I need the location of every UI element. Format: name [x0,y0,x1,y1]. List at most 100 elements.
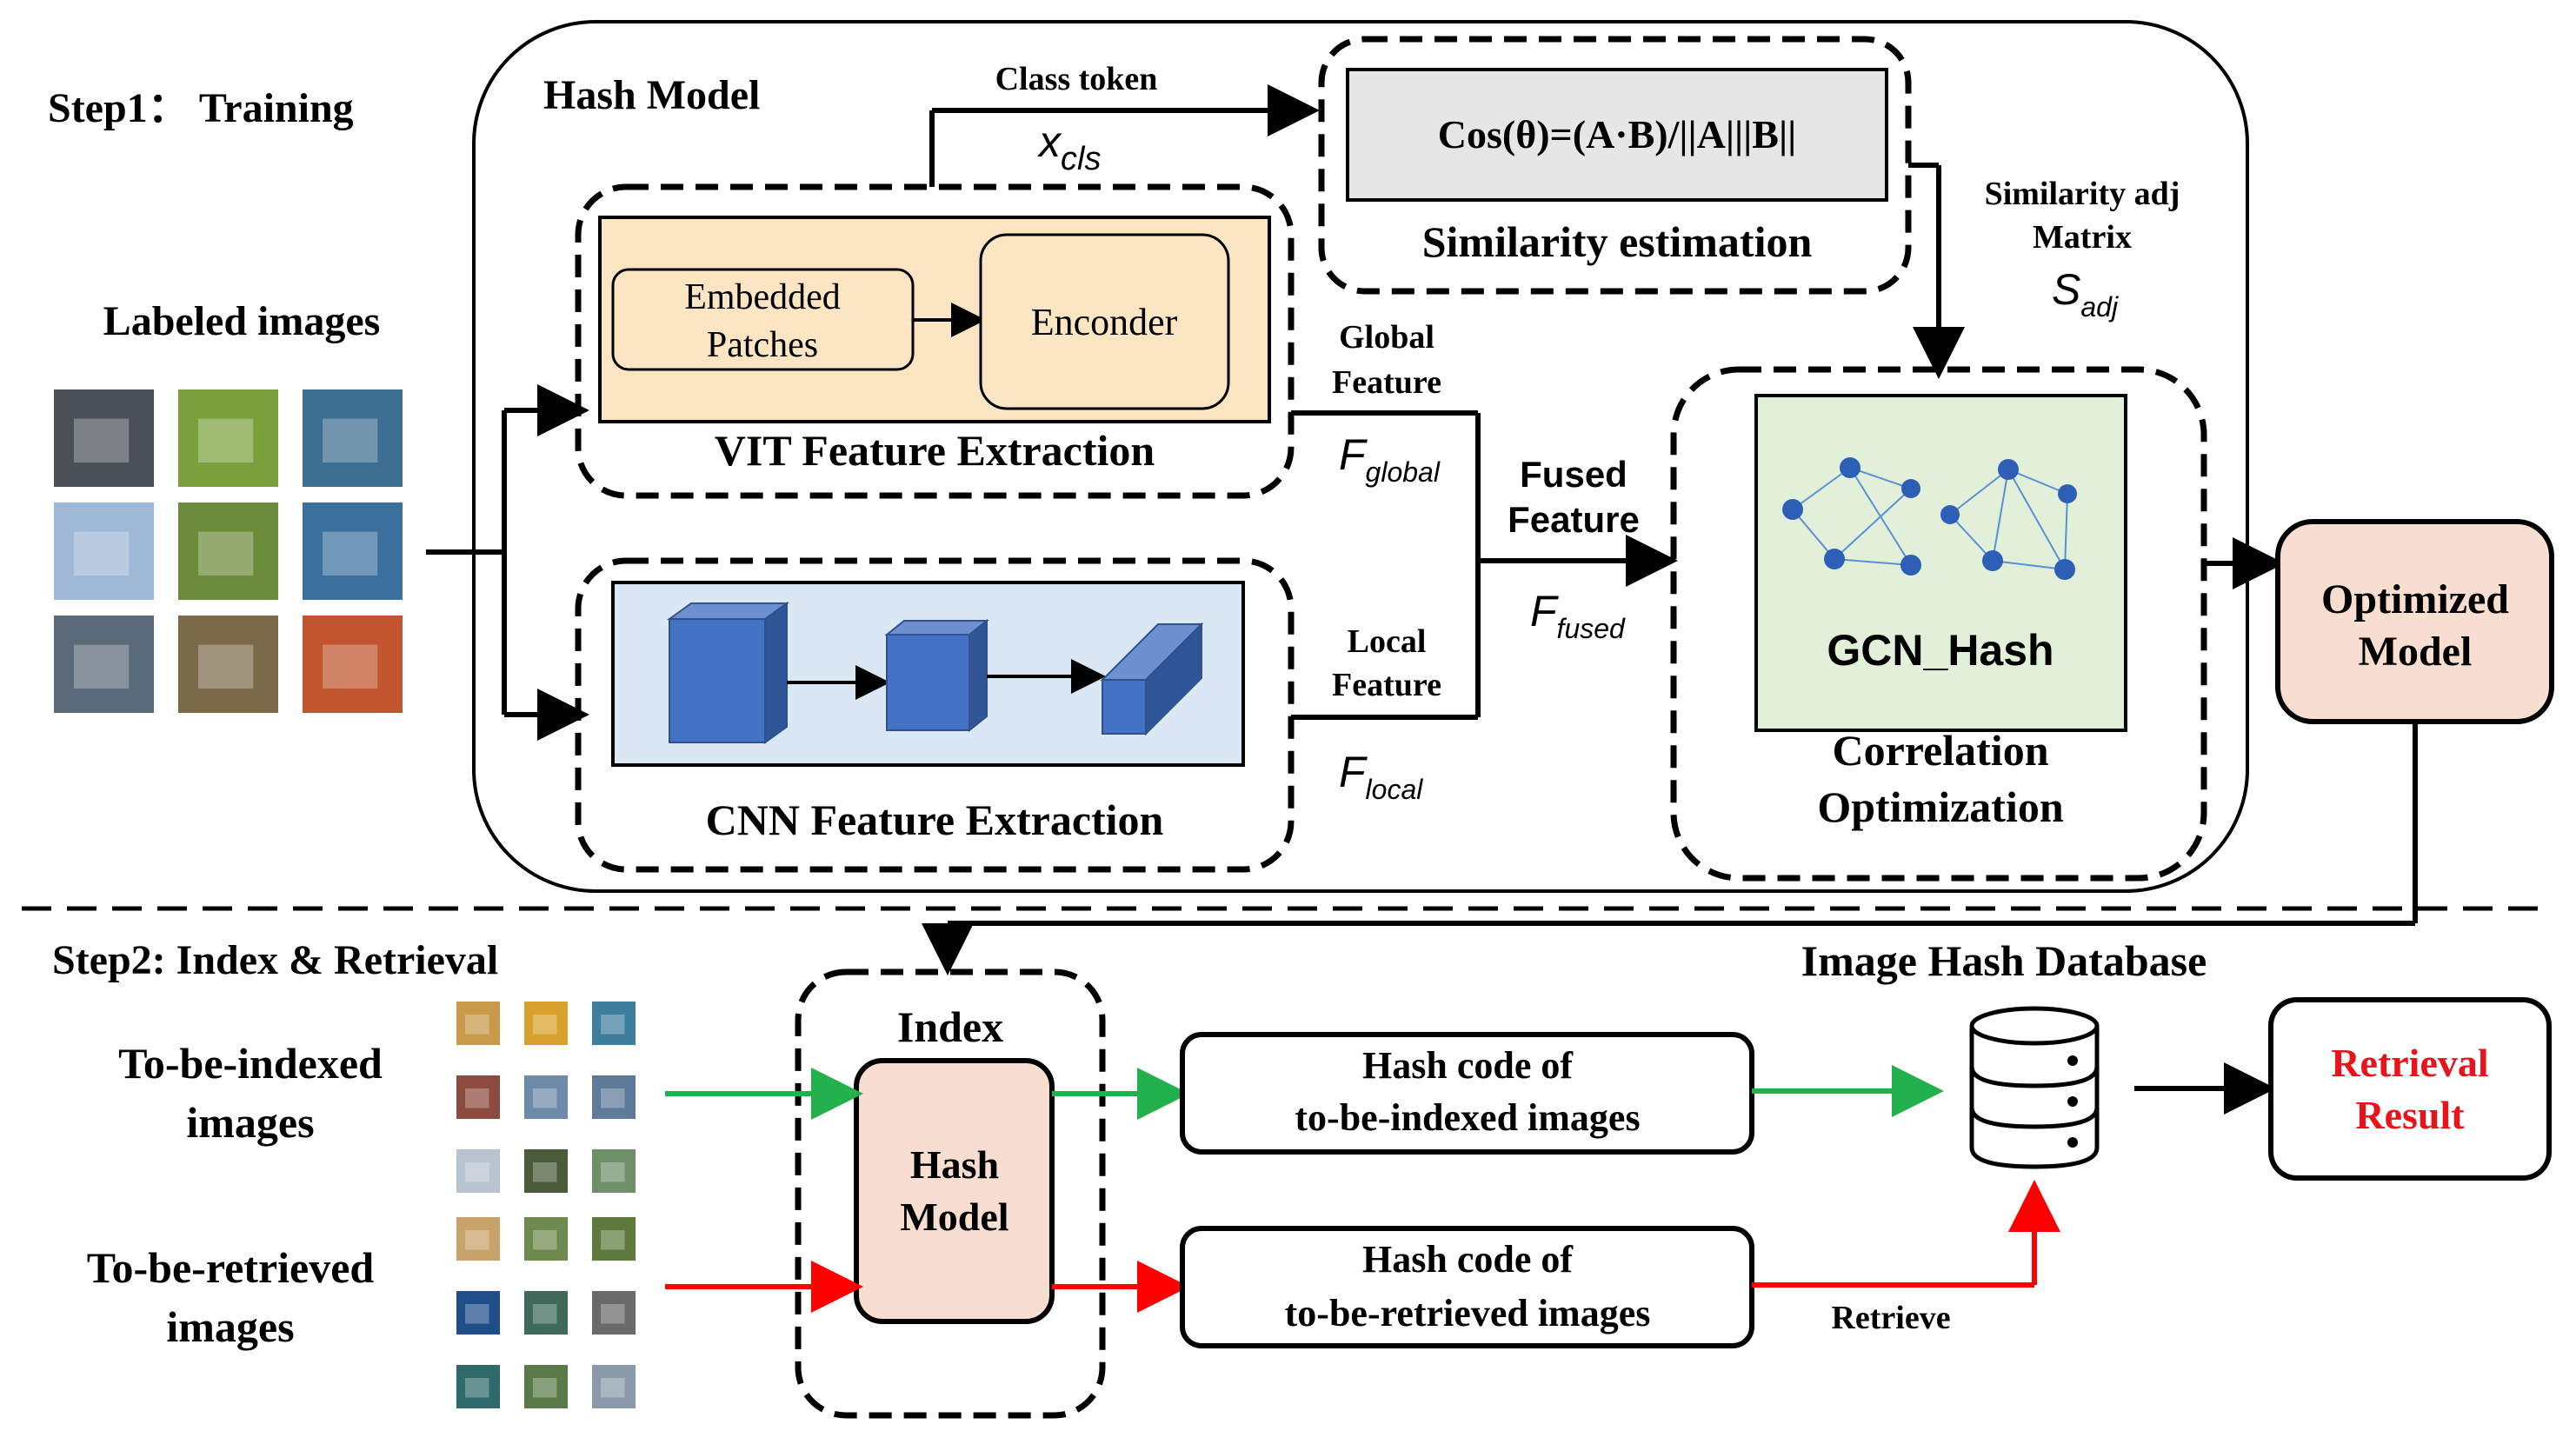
hash-indexed-line2: to-be-indexed images [1295,1096,1640,1139]
index-title: Index [897,1002,1003,1051]
indexed-image-thumbnail-detail [533,1162,557,1182]
indexed-image-thumbnail-detail [601,1088,625,1108]
retrieved-image-thumbnail-detail [601,1230,625,1250]
step1-title: Step1： Training [48,85,354,131]
similarity-dashed-frame [1318,36,1912,295]
labeled-image-thumbnail-detail [74,531,130,576]
indexed-image-thumbnail [524,1149,568,1193]
retrieval-result-box [2268,997,2552,1181]
cnn-cube-slab [1100,622,1204,736]
to-be-retrieved-grid [456,1217,636,1408]
to-be-indexed-line2: images [186,1098,314,1147]
index-model-line1: Hash [910,1142,999,1187]
similarity-formula: Cos(θ)=(A·B)/||A|||B|| [1438,112,1796,156]
labeled-image-thumbnail-detail [198,418,254,463]
vit-dashed-frame [575,183,1295,499]
retrieved-image-thumbnail [524,1291,568,1334]
sim-adj-symbol: Sadj [2052,265,2119,323]
labeled-image-thumbnail [178,503,278,600]
labeled-image-thumbnail-detail [198,644,254,689]
indexed-image-thumbnail-detail [601,1015,625,1035]
correlation-line2: Optimization [1817,782,2064,831]
similarity-label: Similarity estimation [1422,217,1813,266]
hash-retrieved-line2: to-be-retrieved images [1285,1292,1651,1334]
cnn-dashed-frame [575,557,1295,873]
optimized-model-line1: Optimized [2321,576,2509,622]
labeled-image-thumbnail-detail [74,644,130,689]
retrieved-image-thumbnail-detail [465,1304,489,1324]
local-feature-line1: Local [1348,623,1427,660]
hash-model-frame [472,20,2249,893]
global-feature-line2: Feature [1332,364,1441,401]
gcn-graph-left [1782,457,1921,576]
global-feature-symbol: Fglobal [1339,430,1441,488]
labeled-image-thumbnail-detail [323,418,378,463]
retrieved-image-thumbnail [592,1291,636,1334]
retrieved-image-thumbnail [456,1217,500,1261]
correlation-line1: Correlation [1832,726,2048,775]
fused-feature-line1: Fused [1520,454,1627,495]
retrieved-image-thumbnail [456,1365,500,1408]
indexed-image-thumbnail [524,1002,568,1045]
indexed-image-thumbnail [524,1075,568,1119]
cnn-cube-medium [884,618,989,733]
database-icon [1969,1006,2100,1169]
retrieved-image-thumbnail-detail [533,1230,557,1250]
labeled-image-thumbnail [178,616,278,713]
retrieved-image-thumbnail-detail [533,1304,557,1324]
class-token-label: Class token [995,61,1158,97]
gcn-label: GCN_Hash [1827,626,2053,675]
hash-model-title: Hash Model [543,72,760,118]
index-dashed-frame [795,968,1106,1419]
hash-indexed-line1: Hash code of [1362,1044,1574,1087]
class-token-symbol: xcls [1037,117,1101,177]
labeled-images-label: Labeled images [103,298,381,344]
labeled-image-thumbnail [54,503,154,600]
local-feature-symbol: Flocal [1339,748,1423,805]
labeled-image-thumbnail [178,389,278,487]
indexed-image-thumbnail-detail [465,1088,489,1108]
index-hash-model-box [854,1058,1055,1324]
cnn-cube-large [666,602,790,744]
global-feature-line1: Global [1339,319,1434,356]
optimized-model-line2: Model [2359,629,2473,675]
retrieved-image-thumbnail-detail [533,1378,557,1398]
encoder-box [979,233,1230,410]
labeled-image-thumbnail [303,616,403,713]
similarity-formula-box [1346,68,1888,202]
retrieve-connector [1752,1180,2060,1288]
labeled-image-thumbnail-detail [198,531,254,576]
database-title: Image Hash Database [1801,936,2207,985]
labeled-image-thumbnail [54,616,154,713]
retrieved-image-thumbnail-detail [601,1304,625,1324]
indexed-image-thumbnail-detail [533,1088,557,1108]
optimized-to-index-connector [922,722,2418,975]
cnn-label: CNN Feature Extraction [706,795,1164,844]
retrieved-image-thumbnail [456,1291,500,1334]
sim-adj-line1: Similarity adj [1985,176,2180,212]
indexed-image-thumbnail [456,1075,500,1119]
embedded-patches-line1: Embedded [684,277,841,317]
fused-feature-symbol: Ffused [1530,587,1626,644]
retrieve-label: Retrieve [1831,1300,1950,1336]
retrieval-result-line1: Retrieval [2331,1041,2488,1085]
indexed-image-thumbnail [592,1075,636,1119]
indexed-image-thumbnail-detail [601,1162,625,1182]
index-model-line2: Model [900,1195,1008,1239]
retrieval-result-line2: Result [2355,1093,2465,1137]
labeled-image-thumbnail-detail [323,644,378,689]
labeled-image-thumbnail [54,389,154,487]
embedded-patches-line2: Patches [707,325,818,365]
retrieved-image-thumbnail [524,1217,568,1261]
gcn-graph-right [1940,459,2077,580]
retrieved-image-thumbnail [524,1365,568,1408]
to-be-indexed-line1: To-be-indexed [118,1039,383,1088]
step2-title: Step2: Index & Retrieval [52,937,498,983]
indexed-image-thumbnail [592,1149,636,1193]
to-be-indexed-grid [456,1002,636,1193]
labeled-image-thumbnail-detail [323,531,378,576]
indexed-image-thumbnail [456,1002,500,1045]
feature-fusion-connector [1291,410,1678,720]
retrieved-image-thumbnail-detail [465,1378,489,1398]
class-token-connector [929,84,1320,187]
